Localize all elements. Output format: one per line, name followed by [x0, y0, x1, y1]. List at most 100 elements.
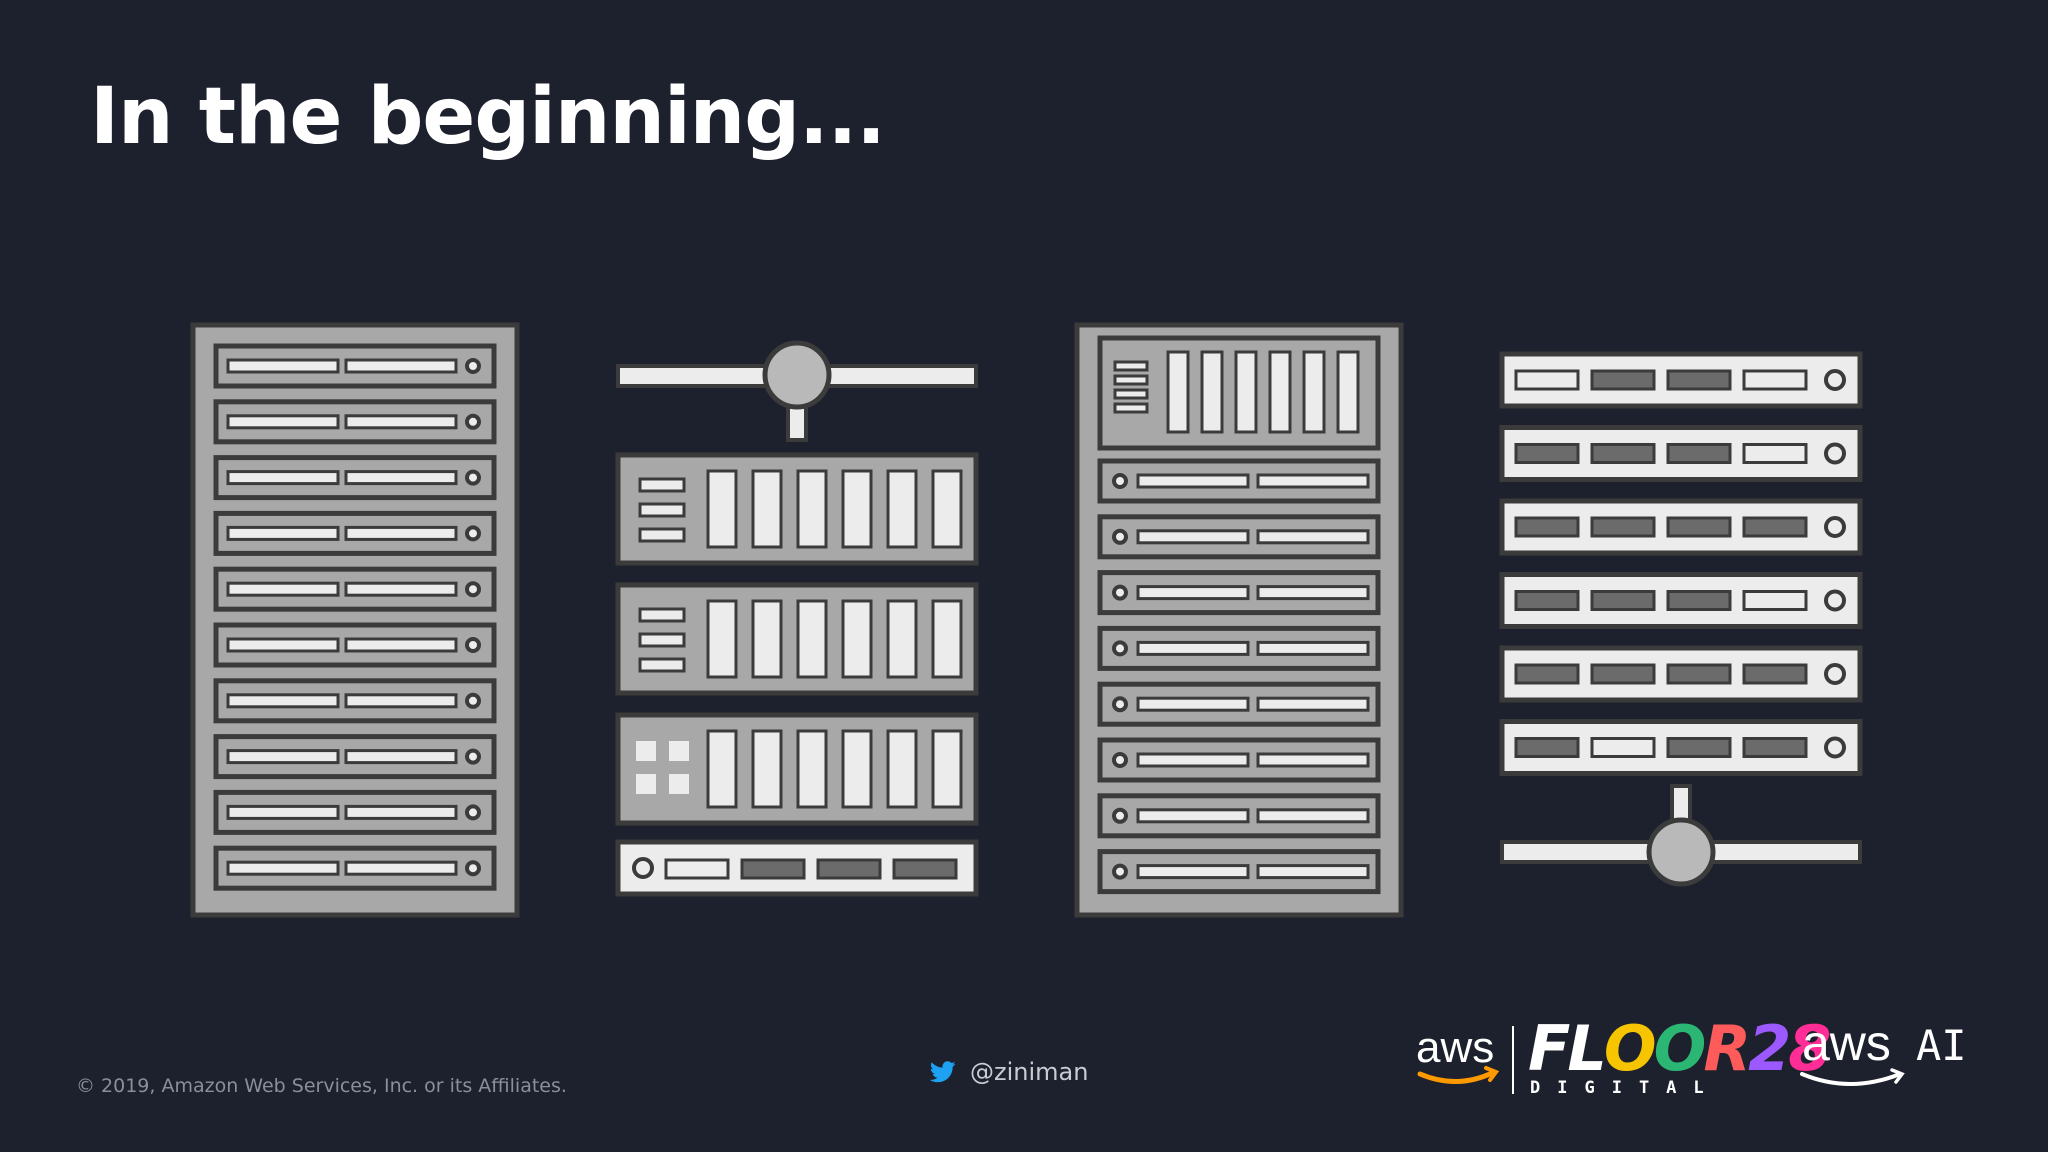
- indicator-square: [669, 741, 689, 761]
- slot-bar: [1590, 590, 1656, 611]
- slot-bar: [1666, 590, 1732, 611]
- status-led: [1824, 369, 1846, 391]
- status-led: [465, 804, 481, 821]
- slot-bar: [226, 637, 340, 653]
- slot-bar: [344, 470, 458, 486]
- slot-bar: [226, 525, 340, 541]
- floor28-letter: R: [1703, 1012, 1751, 1085]
- slot-bar: [1590, 737, 1656, 758]
- slot-bar: [1256, 640, 1370, 656]
- status-led: [1824, 589, 1846, 612]
- aws-ai-logo-text: aws: [1802, 1016, 1891, 1071]
- slot-bar: [740, 858, 806, 880]
- indicator-square: [636, 774, 656, 794]
- slot-bar: [226, 414, 340, 430]
- aws-ai-logo: aws AI: [1800, 1015, 1980, 1100]
- slot-bar: [226, 581, 340, 597]
- slot-bar: [1256, 752, 1370, 768]
- floor28-letter: O: [1653, 1012, 1707, 1085]
- status-led: [1824, 442, 1846, 465]
- slot-bar: [1256, 585, 1370, 601]
- slot-bar: [1514, 590, 1580, 611]
- slot-bar: [1666, 443, 1732, 464]
- twitter-handle-link[interactable]: @ziniman: [930, 1058, 1088, 1086]
- slot-bar: [1514, 663, 1580, 685]
- status-led: [465, 637, 481, 653]
- drive-bay: [796, 599, 828, 679]
- status-led: [632, 857, 654, 879]
- slot-bar: [1136, 752, 1250, 768]
- slot-bar: [226, 804, 340, 820]
- floor28-letter: F: [1528, 1012, 1570, 1085]
- slot-bar: [1136, 640, 1250, 656]
- drive-bay: [796, 469, 828, 549]
- drive-bay: [841, 469, 873, 549]
- drive-bay: [1268, 350, 1292, 434]
- drive-bay: [706, 599, 738, 679]
- status-led: [465, 469, 481, 486]
- network-server-stack-icon: [615, 340, 979, 897]
- slot-bar: [1256, 808, 1370, 824]
- slot-bar: [344, 358, 458, 374]
- slot-bar: [892, 858, 958, 880]
- drive-bay: [886, 469, 918, 549]
- drive-bay: [841, 599, 873, 679]
- status-led: [1112, 863, 1128, 880]
- slot-bar: [1514, 737, 1580, 758]
- slot-bar: [1113, 388, 1149, 400]
- slot-bar: [1136, 808, 1250, 824]
- status-led: [1112, 528, 1128, 545]
- slot-bar: [638, 477, 686, 493]
- drive-bay: [931, 599, 963, 679]
- drive-bay: [796, 729, 828, 809]
- drive-bay: [931, 729, 963, 809]
- status-led: [465, 860, 481, 877]
- indicator-square: [669, 774, 689, 794]
- floor28-letter: 8: [1788, 1012, 1831, 1085]
- storage-rack-icon: [1074, 322, 1404, 918]
- slot-bar: [1666, 369, 1732, 391]
- drive-bay: [886, 729, 918, 809]
- slot-bar: [344, 414, 458, 430]
- status-led: [1112, 584, 1128, 601]
- slot-bar: [1256, 473, 1370, 489]
- aws-logo-mark: aws: [1416, 1023, 1500, 1085]
- status-led: [1112, 807, 1128, 824]
- status-led: [465, 413, 481, 430]
- copyright-notice: © 2019, Amazon Web Services, Inc. or its…: [76, 1075, 567, 1097]
- slot-bar: [226, 693, 340, 709]
- network-hub: [762, 340, 832, 410]
- aws-logo: aws: [1414, 1020, 1504, 1094]
- slot-bar: [1742, 516, 1808, 538]
- slot-bar: [344, 860, 458, 876]
- aws-logo-text: aws: [1416, 1023, 1494, 1072]
- slot-bar: [1256, 529, 1370, 545]
- slot-bar: [344, 749, 458, 765]
- slot-bar: [1136, 473, 1250, 489]
- slot-bar: [1742, 443, 1808, 464]
- slot-bar: [1113, 360, 1149, 372]
- slot-bar: [638, 607, 686, 623]
- drive-bay: [1166, 350, 1190, 434]
- floor28-logo-subtext: DIGITAL: [1530, 1078, 1721, 1098]
- slot-bar: [1590, 369, 1656, 391]
- network-switch-stack-icon: [1499, 351, 1863, 887]
- slide-title: In the beginning...: [90, 72, 886, 162]
- aws-ai-logo-suffix: AI: [1916, 1021, 1967, 1070]
- slot-bar: [1136, 864, 1250, 880]
- slot-bar: [1113, 402, 1149, 414]
- floor28-letter: O: [1603, 1012, 1657, 1085]
- slot-bar: [638, 527, 686, 543]
- drive-bay: [931, 469, 963, 549]
- aws-ai-logo-mark: aws AI: [1800, 1015, 1967, 1086]
- slot-bar: [816, 858, 882, 880]
- status-led: [1824, 663, 1846, 685]
- status-led: [465, 748, 481, 765]
- slot-bar: [638, 632, 686, 648]
- slot-bar: [1590, 443, 1656, 464]
- slot-bar: [1514, 369, 1580, 391]
- logo-divider: [1512, 1026, 1514, 1094]
- slot-bar: [344, 637, 458, 653]
- floor28-logo-text: FLOOR28: [1528, 1012, 1831, 1085]
- slot-bar: [1113, 374, 1149, 386]
